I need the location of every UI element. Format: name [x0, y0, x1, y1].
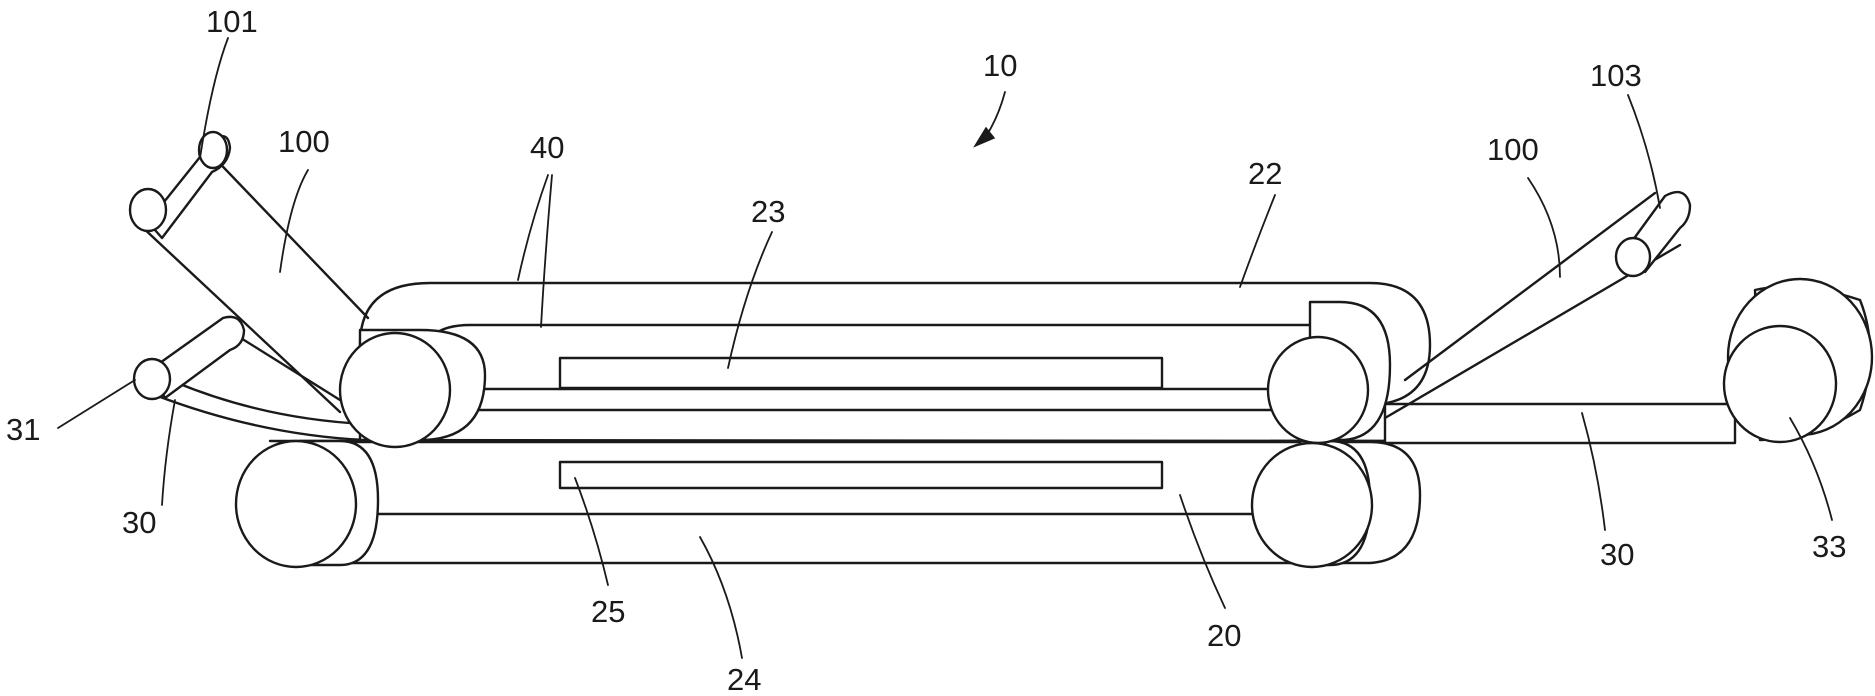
label-sheet-100-left: 100: [278, 124, 330, 159]
reference-numerals: 10 101 100 40 23 22 100 103 31 30 25 24 …: [6, 4, 1846, 696]
label-web-left: 30: [122, 505, 156, 540]
right-sheet-edge-top: [1403, 191, 1657, 382]
label-top-belt: 22: [1248, 156, 1282, 191]
bottom-right-roller: [1250, 441, 1374, 569]
label-top-belts: 40: [530, 130, 564, 165]
label-roll-103: 103: [1590, 58, 1642, 93]
label-takeup-roll: 33: [1812, 529, 1846, 564]
machine-arrowhead: [973, 126, 996, 148]
leader-31: [57, 379, 136, 429]
leader-23: [727, 231, 773, 369]
leader-103: [1627, 94, 1661, 209]
roll-31-body: [148, 315, 246, 400]
label-web-right: 30: [1600, 537, 1634, 572]
leader-33: [1789, 417, 1833, 521]
bottom-belt-outline: [278, 440, 1422, 565]
leader-40-a: [517, 174, 549, 281]
takeup-roll-end: [1722, 324, 1838, 444]
label-bottom-belt: 24: [727, 662, 761, 696]
bottom-platen: [558, 460, 1164, 490]
roll-103: [1614, 236, 1652, 278]
top-platen: [558, 356, 1164, 390]
leader-lines: [57, 37, 1833, 659]
machine-pointer: [973, 91, 1006, 148]
top-right-roller: [1266, 335, 1370, 445]
label-supply-roll: 31: [6, 412, 40, 447]
leader-20: [1179, 494, 1226, 609]
bottom-left-roller: [234, 439, 358, 569]
roll-101-far-end: [197, 130, 229, 170]
label-top-platen: 23: [751, 194, 785, 229]
label-bottom-belt-unit: 20: [1207, 618, 1241, 653]
leader-24: [699, 536, 743, 659]
roll-31: [132, 357, 172, 401]
leader-30-left: [161, 399, 176, 506]
label-sheet-100-right: 100: [1487, 132, 1539, 167]
leader-25: [574, 477, 609, 586]
web-exit: [1383, 402, 1737, 445]
leader-100-left: [279, 169, 309, 273]
left-feed: [128, 130, 370, 414]
top-left-roller: [338, 331, 452, 449]
leader-100-right: [1527, 177, 1561, 278]
left-web-sheet-top: [226, 328, 342, 402]
takeup-roll: [1722, 277, 1874, 444]
left-sheet-edge-bottom: [138, 223, 342, 414]
leader-101: [199, 37, 229, 159]
leader-40-b: [540, 174, 553, 328]
label-bottom-platen: 25: [591, 594, 625, 629]
leader-30-right: [1581, 412, 1606, 531]
web-entry-lower: [153, 393, 1387, 443]
label-machine: 10: [983, 48, 1017, 83]
roll-101: [128, 187, 168, 233]
bottom-belt-unit: [234, 439, 1422, 569]
leader-22: [1239, 194, 1276, 288]
label-roll-101: 101: [206, 4, 258, 39]
top-belt-unit: [338, 281, 1432, 449]
right-feed: [1383, 190, 1692, 420]
